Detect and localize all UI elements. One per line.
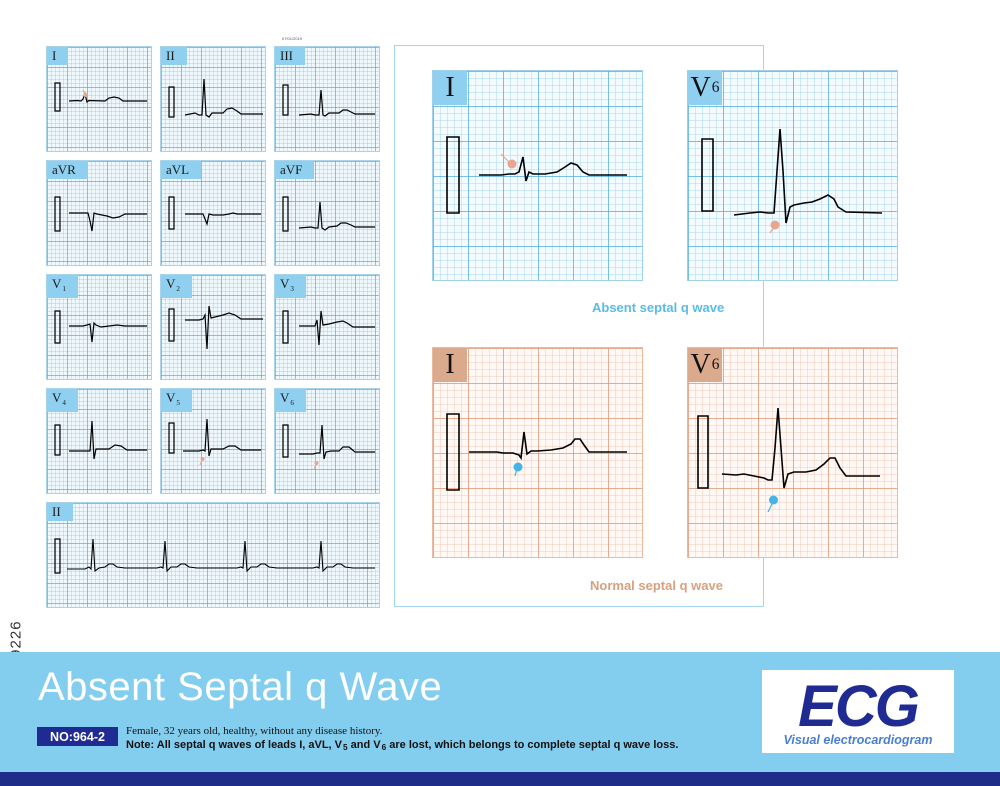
ecg-trace-v5 (168, 418, 261, 466)
normal-lead-i-trace (446, 413, 627, 491)
ecg-trace-v4 (54, 420, 147, 460)
ecg-logo: ECG Visual electrocardiogram (762, 670, 954, 753)
lead-panel-v6: V6 (274, 388, 380, 494)
ecg-trace-avf (282, 196, 375, 232)
lead-panel-iii: III (274, 46, 380, 152)
lead-label-avf: aVF (275, 161, 315, 179)
lead-label-v5: V5 (161, 389, 192, 412)
lead-panel-v3: V3 (274, 274, 380, 380)
lead-panel-avl: aVL (160, 160, 266, 266)
normal-q-dot (769, 495, 778, 505)
absent-q-marker (313, 463, 317, 470)
lead-label-v1: V1 (47, 275, 78, 298)
normal-lead-i-label: I (433, 348, 467, 382)
case-number-badge: NO:964-2 (37, 727, 118, 746)
ecg-logo-mark: ECG (798, 674, 921, 739)
absent-q-dot (770, 220, 780, 230)
normal-lead-i-panel: I (432, 347, 643, 558)
logo-subtitle: Visual electrocardiogram (783, 733, 933, 747)
case-note: Note: All septal q waves of leads I, aVL… (126, 739, 679, 753)
absent-q-dot (200, 457, 205, 461)
lead-label-avr: aVR (47, 161, 88, 179)
absent-caption: Absent septal q wave (592, 300, 725, 315)
ecg-trace-avl (168, 196, 261, 230)
lead-panel-v2: V2 (160, 274, 266, 380)
absent-lead-i-panel: I (432, 70, 643, 281)
lead-label-v4: V4 (47, 389, 78, 412)
ecg-trace-v6 (282, 424, 375, 470)
ecg-trace-v2 (168, 305, 263, 350)
absent-q-marker (500, 153, 510, 163)
ecg-logo-text: ECG (798, 674, 919, 734)
lead-label-i: I (47, 47, 69, 65)
lead-label-v3: V3 (275, 275, 306, 298)
normal-lead-v6-trace (697, 407, 880, 513)
lead-label-v2: V2 (161, 275, 192, 298)
ecg-trace-rhythm-ii (54, 538, 375, 574)
footer-strip (0, 772, 1000, 786)
absent-lead-i-trace (446, 136, 627, 214)
lead-panel-v5: V5 (160, 388, 266, 494)
ecg-trace-avr (54, 196, 147, 232)
rhythm-strip-ii: II (46, 502, 380, 608)
rhythm-strip-label: II (47, 503, 73, 521)
page-title: Absent Septal q Wave (38, 665, 443, 709)
absent-q-dot (83, 93, 88, 97)
lead-panel-ii: II (160, 46, 266, 152)
lead-panel-v4: V4 (46, 388, 152, 494)
normal-q-marker (767, 503, 773, 513)
absent-q-dot (507, 159, 517, 169)
ecg-trace-i (54, 82, 147, 112)
ecg-trace-iii (282, 84, 375, 117)
lead-panel-avf: aVF (274, 160, 380, 266)
normal-q-dot (513, 462, 523, 472)
ecg-trace-v3 (282, 310, 375, 346)
absent-q-marker (199, 459, 203, 466)
lead-panel-avr: aVR (46, 160, 152, 266)
recording-date: 07/01/2019 (282, 36, 303, 41)
lead-label-avl: aVL (161, 161, 202, 179)
lead-label-iii: III (275, 47, 305, 65)
ecg-trace-v1 (54, 310, 147, 344)
absent-lead-v6-trace (701, 128, 883, 234)
patient-description: Female, 32 years old, healthy, without a… (126, 725, 383, 737)
absent-lead-i-label: I (433, 71, 467, 105)
normal-caption: Normal septal q wave (590, 578, 723, 593)
absent-q-dot (314, 461, 319, 465)
lead-label-ii: II (161, 47, 187, 65)
lead-panel-v1: V1 (46, 274, 152, 380)
lead-label-v6: V6 (275, 389, 306, 412)
lead-panel-i: I (46, 46, 152, 152)
ecg-trace-ii (168, 78, 263, 118)
